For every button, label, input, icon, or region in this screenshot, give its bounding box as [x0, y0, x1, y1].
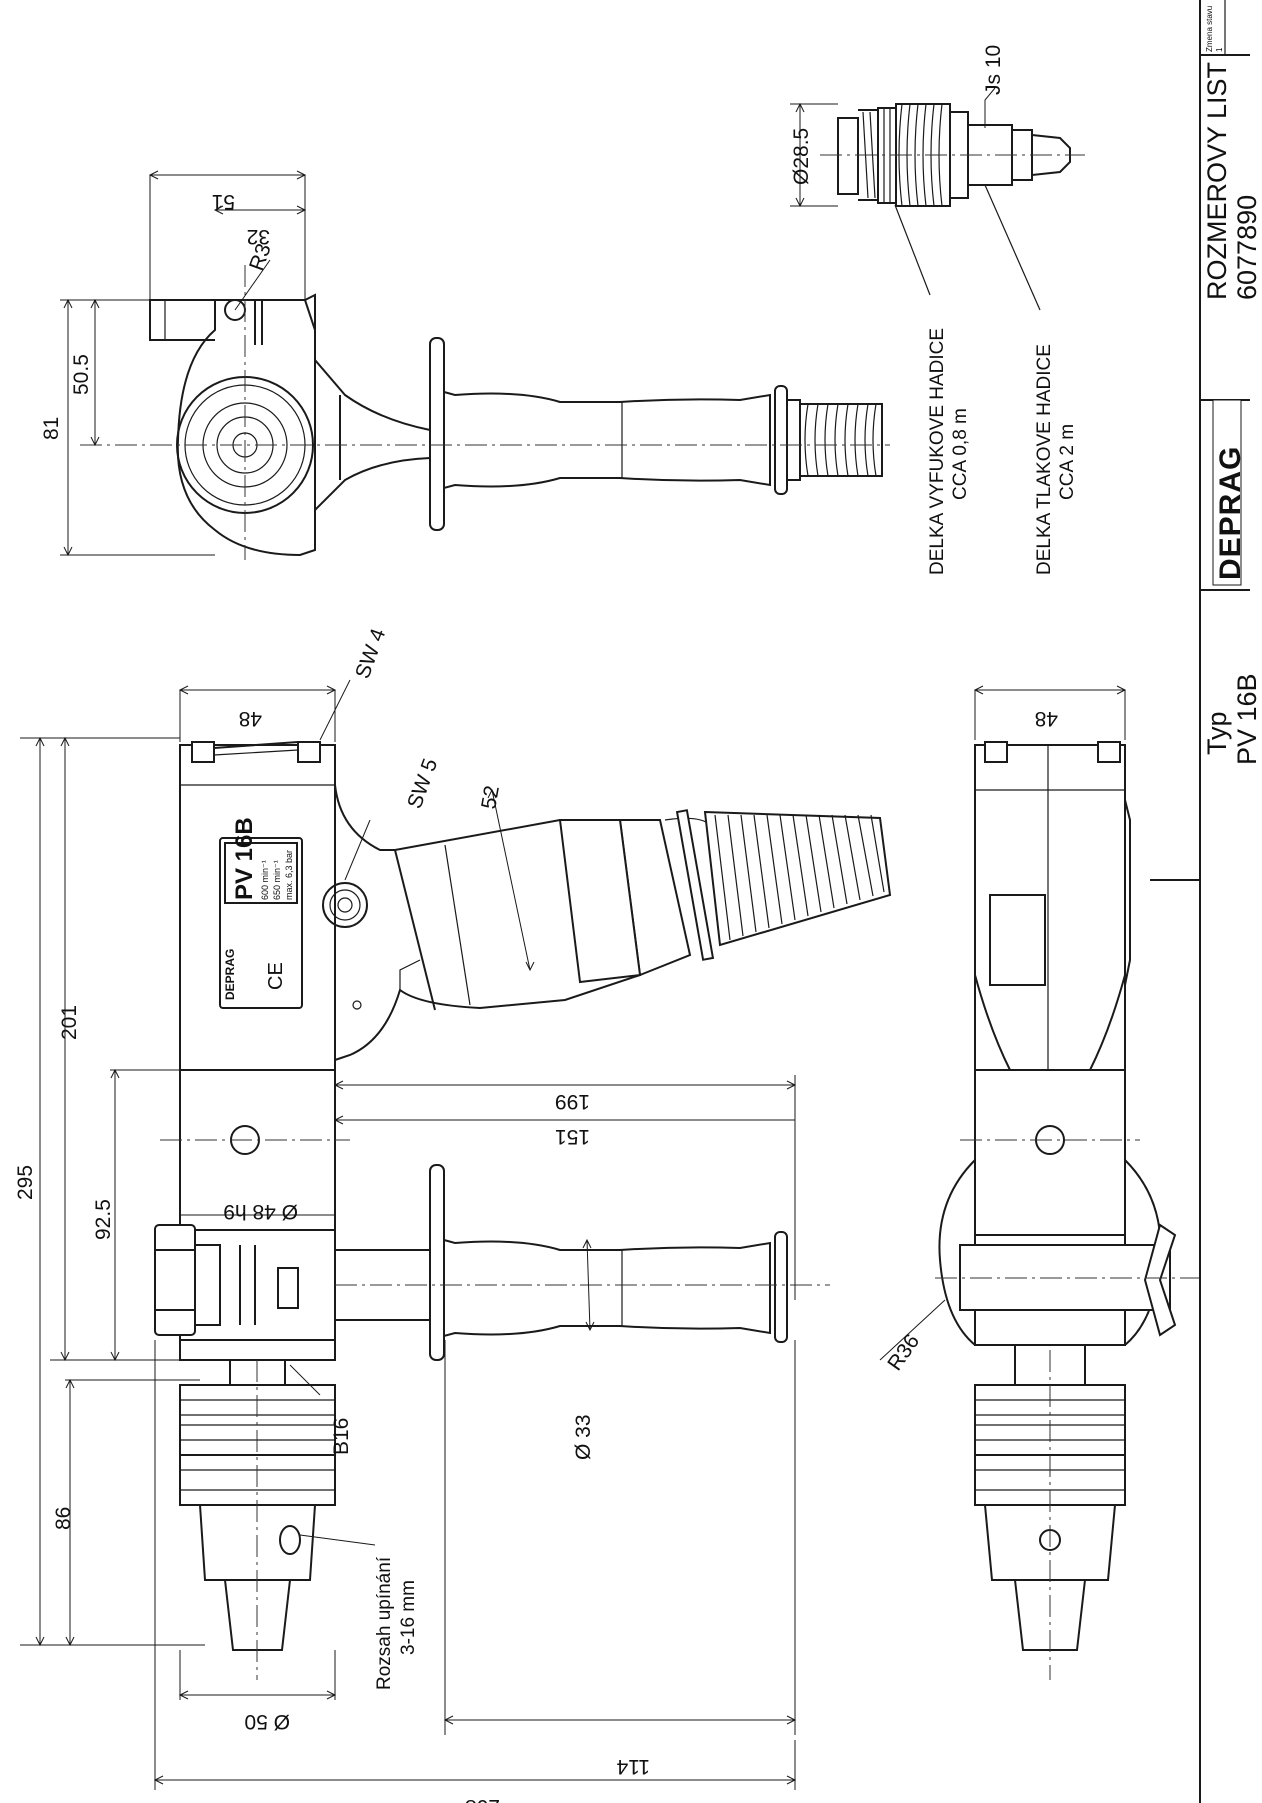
dim-dia33: Ø 33: [572, 1414, 595, 1460]
type-label: Typ: [1202, 711, 1232, 755]
revision-label: Zmena stavu: [1205, 6, 1214, 52]
gearbox: [154, 1069, 350, 1361]
side-view-hose: [558, 809, 892, 984]
dim-dia48h9: Ø 48 h9: [223, 1200, 298, 1223]
dim-208: 208: [465, 1795, 500, 1803]
end-view-handle-arm: [314, 359, 431, 511]
dim-52: 52: [477, 784, 504, 811]
label-plate-spec2: 650 min⁻¹: [272, 860, 282, 900]
sheet-title: ROZMEROVY LIST: [1202, 62, 1232, 300]
drill-chuck: [179, 1359, 336, 1680]
dim-32: 32: [247, 225, 270, 248]
dim-sw5: SW 5: [403, 756, 442, 812]
brand-logo-text: DEPRAG: [1214, 446, 1247, 580]
dim-86: 86: [52, 1507, 75, 1530]
label-plate-brand: DEPRAG: [223, 949, 237, 1000]
drawing-number: 6077890: [1232, 195, 1262, 300]
dim-201: 201: [58, 1005, 81, 1040]
label-plate: PV 16B 600 min⁻¹ 650 min⁻¹ max. 6,3 bar …: [219, 817, 303, 1009]
note-pressure-hose-2: CCA 2 m: [1057, 424, 1078, 500]
dim-81: 81: [40, 417, 63, 440]
note-pressure-hose-1: DELKA TLAKOVE HADICE: [1034, 344, 1055, 575]
motor-housing: [179, 744, 336, 1071]
dim-199: 199: [555, 1090, 590, 1113]
label-plate-spec1: 600 min⁻¹: [260, 860, 270, 900]
hose-fitting-view: Ø28.5 Js 10 DELKA VYFUKOVE HADICE CCA 0,…: [790, 45, 1085, 575]
grip-housing: [334, 784, 642, 1061]
revision-value: 1: [1215, 47, 1224, 52]
exhaust-hose-leader: [894, 204, 931, 296]
end-view-housing: [176, 293, 316, 557]
type-value: PV 16B: [1232, 673, 1262, 765]
dim-dia50: Ø 50: [244, 1710, 290, 1733]
dim-dia-28-5: Ø28.5: [790, 128, 813, 185]
dim-r36: R36: [883, 1330, 924, 1375]
dim-48-side: 48: [239, 707, 262, 730]
end-view: 81 50.5 51 32 R3: [40, 170, 890, 560]
dim-151: 151: [555, 1125, 590, 1148]
note-exhaust-hose-1: DELKA VYFUKOVE HADICE: [927, 328, 948, 575]
dim-51: 51: [212, 190, 235, 213]
dim-50-5: 50.5: [70, 354, 93, 395]
side-view: PV 16B 600 min⁻¹ 650 min⁻¹ max. 6,3 bar …: [14, 625, 892, 1803]
note-exhaust-hose-2: CCA 0,8 m: [950, 408, 971, 500]
note-chuck-range-2: 3-16 mm: [398, 1580, 419, 1655]
dim-48-bottom: 48: [1035, 707, 1058, 730]
note-chuck-range-1: Rozsah upínání: [374, 1556, 395, 1690]
dim-114: 114: [616, 1755, 650, 1778]
label-plate-ce: CE: [265, 962, 287, 990]
pressure-hose-leader: [984, 184, 1041, 311]
dim-92-5: 92.5: [92, 1199, 115, 1240]
fitting-ribbed-nut: [820, 103, 1085, 207]
end-view-side-handle: [429, 337, 883, 531]
title-block: Zmena stavu 1 ROZMEROVY LIST 6077890 DEP…: [1150, 0, 1262, 1803]
dim-sw4: SW 4: [351, 625, 390, 681]
dim-28-5-line: [790, 102, 838, 208]
dim-295: 295: [14, 1165, 37, 1200]
label-plate-spec3: max. 6,3 bar: [284, 850, 294, 900]
deprag-logo: DEPRAG: [1212, 399, 1247, 586]
side-handle: [335, 1164, 830, 1361]
top-view: 48 R36: [879, 685, 1200, 1680]
dim-js10: Js 10: [982, 45, 1005, 95]
dim-b16: B16: [330, 1418, 353, 1455]
label-plate-model: PV 16B: [231, 817, 258, 900]
